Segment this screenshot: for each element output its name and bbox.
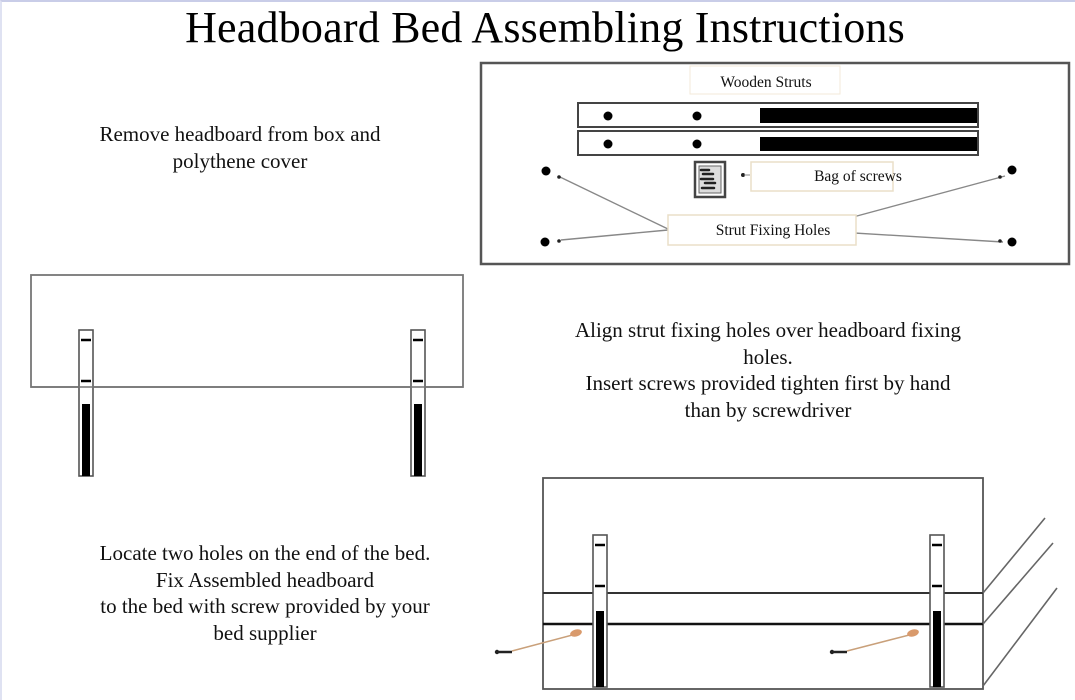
headboard-panel [542,477,984,690]
step-3-line: Locate two holes on the end of the bed. [99,541,431,565]
bed-screw-left [494,629,582,655]
step-1-instruction: Remove headboard from box and polythene … [30,121,450,174]
bag-pointer-dot [741,173,745,177]
step-2-instruction: Align strut fixing holes over headboard … [498,317,1038,423]
wooden-strut [577,130,979,156]
screw-arrow [846,632,918,652]
strut-fixing-hole [1007,237,1017,247]
bed-side-rails [982,517,1058,687]
step-3-line: Fix Assembled headboard [155,567,375,592]
step-1-line: Remove headboard from box and [99,122,381,146]
step-2-line: than by screwdriver [684,397,852,422]
headboard-fixed-to-bed-diagram [494,477,1058,690]
strut-fixing-holes-label: Strut Fixing Holes [716,222,831,239]
strut-hole [692,111,702,121]
wooden-strut [577,102,979,128]
step-1-line: polythene cover [172,148,308,173]
strut-fixing-hole [1007,165,1017,175]
bag-of-screws-icon [693,160,727,199]
screw-arrow [511,632,581,652]
strut-dark-section [760,108,977,123]
pointer-dot [557,239,561,243]
strut-fixing-hole [541,166,551,176]
bag-of-screws-label: Bag of screws [814,168,902,185]
wooden-struts-label-box [689,65,841,95]
step-2-line: Insert screws provided tighten first by … [585,371,951,395]
bed-strut-left [592,534,608,688]
bed-strut-right [929,534,945,688]
parts-diagram: Wooden Struts Bag of screws [479,61,1071,266]
strut-fixing-hole [540,237,550,247]
wooden-struts-label: Wooden Struts [720,74,811,91]
bed-screw-right [829,629,919,655]
headboard-strut-left [78,329,94,477]
pointer-dot [998,175,1002,179]
pointer-dot [557,175,561,179]
strut-dark-section [760,137,977,151]
page-title: Headboard Bed Assembling Instructions [185,3,905,52]
headboard-strut-right [410,329,426,477]
step-2-line: holes. [743,344,793,369]
pointer-dot [998,239,1002,243]
bag-of-screws-label-box [750,161,894,192]
strut-hole [603,111,613,121]
step-3-line: to the bed with screw provided by your [100,594,430,618]
step-3-instruction: Locate two holes on the end of the bed. … [30,540,500,646]
strut-hole [603,139,613,149]
strut-fixing-holes-label-box [667,214,857,246]
step-3-line: bed supplier [213,620,317,645]
headboard-panel [30,274,464,388]
headboard-with-struts-diagram [30,274,464,477]
step-2-line: Align strut fixing holes over headboard … [574,318,962,342]
strut-hole [692,139,702,149]
